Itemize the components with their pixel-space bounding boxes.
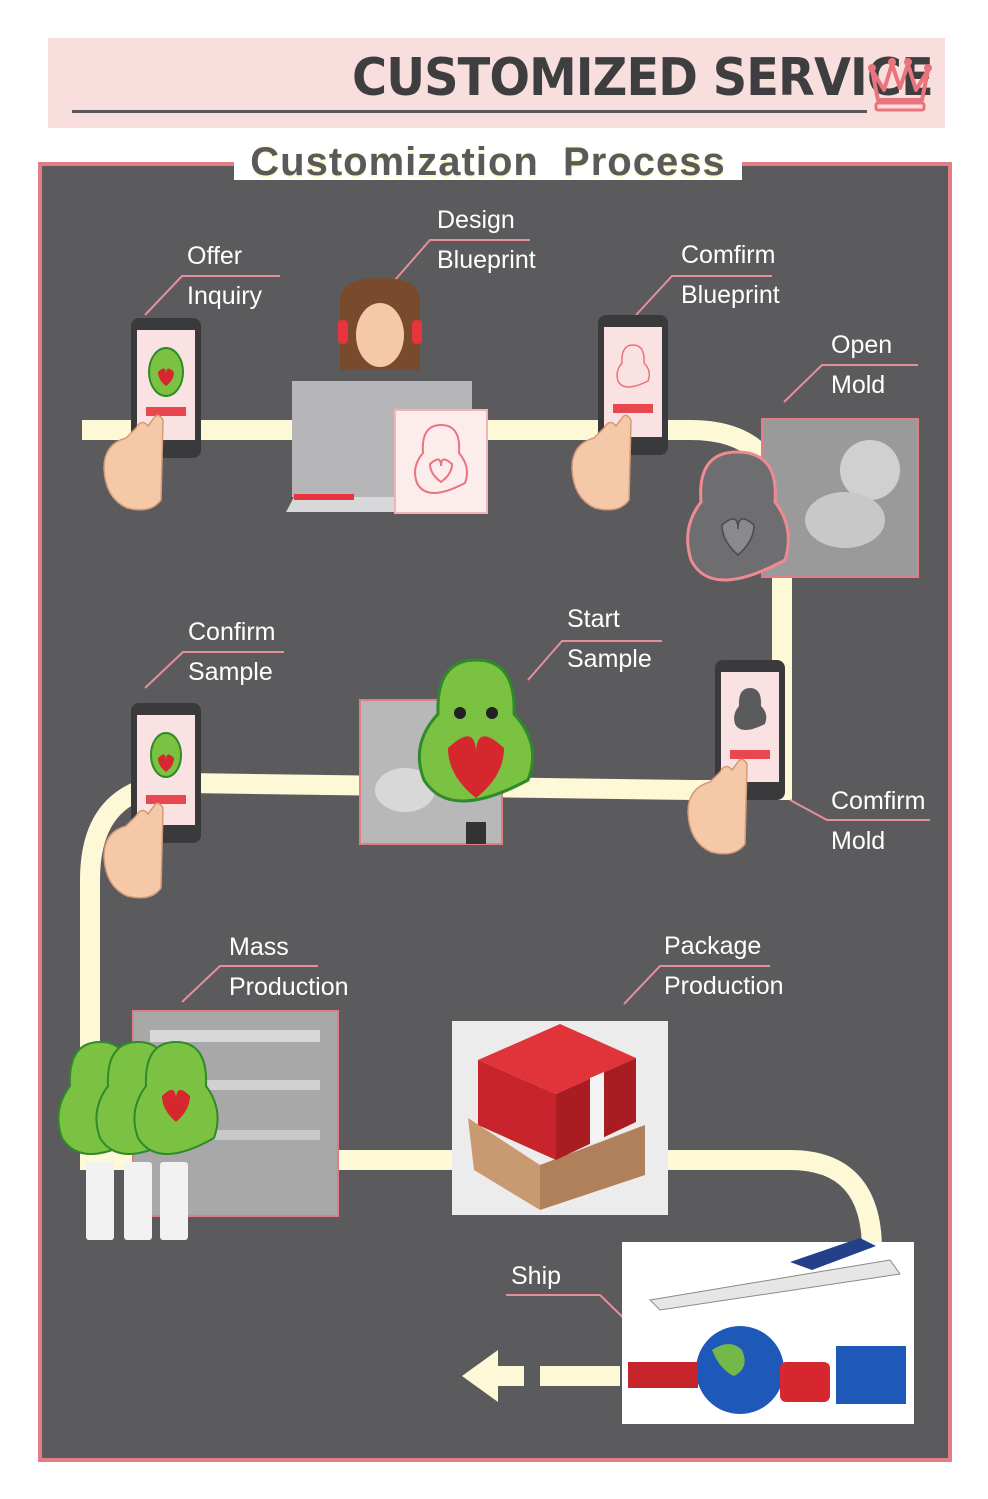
- ship-arrow-shaft: [496, 1366, 524, 1386]
- hand-icon-confirm-blueprint: [571, 414, 632, 511]
- step-label-line1: Ship: [511, 1262, 562, 1290]
- shipping-photo: [622, 1238, 914, 1424]
- step-offer-inquiry: Offer Inquiry: [187, 236, 262, 316]
- step-label-line1: Mass: [229, 933, 289, 961]
- avocado-badge-sample: [417, 658, 535, 844]
- phone-confirm-sample: [131, 703, 201, 843]
- blueprint-card: [394, 409, 488, 514]
- step-label-line2: Mold: [831, 827, 886, 855]
- process-title-gap: [234, 150, 742, 180]
- step-confirm-sample: Confirm Sample: [188, 612, 276, 692]
- hand-icon-offer: [103, 414, 164, 511]
- process-title: Customization Process: [250, 140, 726, 184]
- step-label-line2: Production: [229, 973, 349, 1001]
- step-mass-production: Mass Production: [229, 927, 349, 1007]
- step-label-line1: Package: [664, 932, 762, 960]
- step-label-line2: Production: [664, 972, 784, 1000]
- step-label-line2: Blueprint: [681, 281, 780, 309]
- step-label-line1: Offer: [187, 242, 243, 270]
- mold-icon: [686, 450, 790, 582]
- step-label-line2: Sample: [567, 645, 652, 673]
- phone-offer: [131, 318, 201, 458]
- step-label-line1: Comfirm: [681, 241, 776, 269]
- page-title: CUSTOMIZED SERVICE: [352, 48, 934, 108]
- step-label-line2: Mold: [831, 371, 886, 399]
- hand-icon-confirm-mold: [687, 758, 748, 855]
- ship-arrow-icon: [462, 1350, 498, 1402]
- phone-confirm-blueprint: [598, 315, 668, 455]
- label-lines: [144, 239, 930, 1335]
- header-band: [48, 38, 945, 128]
- step-open-mold: Open Mold: [831, 325, 892, 405]
- step-start-sample: Start Sample: [567, 599, 652, 679]
- step-confirm-blueprint: Comfirm Blueprint: [681, 235, 780, 315]
- step-label-line1: Open: [831, 331, 893, 359]
- hand-icon-confirm-sample: [103, 802, 164, 899]
- step-design-blueprint: Design Blueprint: [437, 200, 536, 280]
- crown-icon: [868, 58, 932, 112]
- step-label-line1: Design: [437, 206, 515, 234]
- package-photo: [452, 1021, 668, 1215]
- step-label-line2: Sample: [188, 658, 273, 686]
- phone-confirm-mold: [715, 660, 785, 800]
- header-underline: [72, 110, 867, 113]
- step-ship: Ship: [511, 1256, 561, 1296]
- step-label-line1: Start: [567, 605, 620, 633]
- step-package-production: Package Production: [664, 926, 784, 1006]
- step-label-line1: Comfirm: [831, 787, 926, 815]
- avocado-badges-mass: [57, 1040, 219, 1240]
- step-label-line2: Inquiry: [187, 282, 263, 310]
- step-confirm-mold: Comfirm Mold: [831, 781, 925, 861]
- step-label-line2: Blueprint: [437, 246, 536, 274]
- step-label-line1: Confirm: [188, 618, 276, 646]
